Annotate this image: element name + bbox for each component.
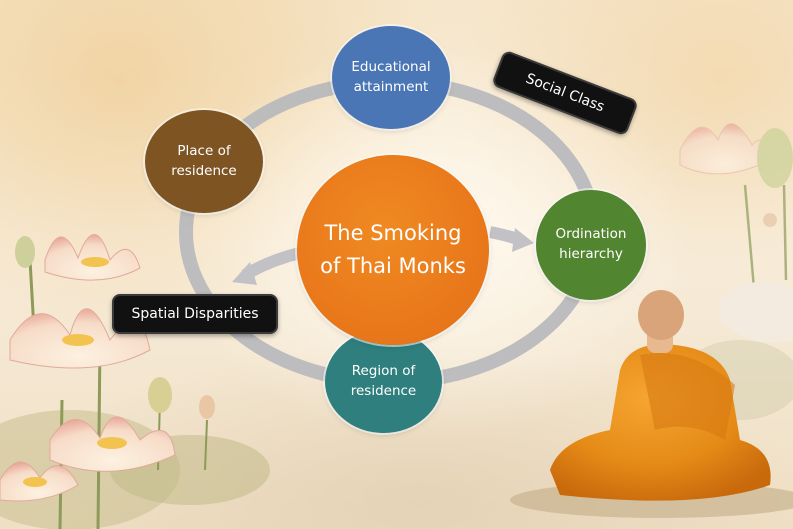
node-ordination-hierarchy: Ordination hierarchy bbox=[536, 190, 646, 300]
node-region-of-residence: Region of residence bbox=[325, 330, 442, 433]
center-title-line: The Smoking bbox=[324, 221, 462, 246]
lotus-bud bbox=[15, 236, 35, 268]
lotus-left-decoration bbox=[0, 234, 270, 529]
node-educational-attainment: Educational attainment bbox=[332, 26, 450, 129]
arrow-to-ordination bbox=[488, 226, 534, 252]
monk-illustration bbox=[510, 290, 793, 518]
lotus-flower bbox=[44, 234, 141, 281]
monk-head bbox=[638, 290, 684, 340]
lotus-flower bbox=[0, 461, 79, 502]
node-label: attainment bbox=[353, 78, 429, 95]
lotus-flower bbox=[9, 308, 151, 369]
node-label: residence bbox=[350, 382, 417, 399]
center-node-title: The Smoking of Thai Monks bbox=[297, 155, 489, 345]
node-label: Region of bbox=[351, 362, 416, 379]
lotus-flower bbox=[49, 416, 176, 472]
center-title-line: of Thai Monks bbox=[320, 254, 466, 278]
node-label: residence bbox=[171, 162, 237, 179]
arrow-to-spatial bbox=[232, 247, 302, 285]
node-label: Place of bbox=[177, 142, 231, 159]
lotus-bud bbox=[148, 377, 172, 413]
node-label: hierarchy bbox=[559, 246, 623, 262]
node-place-of-residence: Place of residence bbox=[145, 110, 263, 213]
lotus-bud bbox=[199, 395, 215, 419]
label-spatial-disparities: Spatial Disparities bbox=[112, 294, 278, 334]
node-label: Educational bbox=[351, 58, 431, 75]
node-label: Ordination bbox=[555, 226, 627, 243]
label-text: Spatial Disparities bbox=[131, 306, 259, 322]
